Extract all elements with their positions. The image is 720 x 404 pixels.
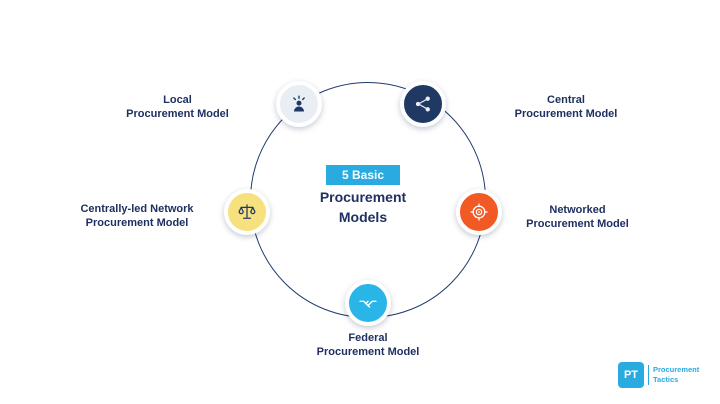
centrally-led-model-label: Centrally-led Network Procurement Model [52,202,222,231]
central-model-node [400,81,446,127]
label-line: Procurement Model [85,217,189,230]
label-line: Procurement Model [126,108,229,121]
label-line: Local [163,94,192,106]
federal-model-label: Federal Procurement Model [290,331,446,360]
label-line: Procurement Model [514,108,618,121]
label-line: Central [547,94,585,106]
networked-model-label: Networked Procurement Model [500,203,655,232]
logo-text-line-1: Procurement [653,365,700,375]
network-share-icon [413,94,433,114]
balance-scale-icon [237,202,257,222]
idea-person-icon [289,94,309,114]
procurement-tactics-logo: PT Procurement Tactics [618,362,699,388]
centrally-led-model-node [224,189,270,235]
logo-text-line-2: Tactics [653,375,679,384]
label-line: Federal [348,332,388,344]
target-icon [469,202,489,222]
title-line-1: Procurement [319,189,407,205]
logo-monogram: PT [618,362,644,388]
local-model-label: Local Procurement Model [100,93,255,122]
label-line: Networked [549,204,606,216]
label-line: Procurement Model [316,346,420,359]
local-model-node [276,81,322,127]
center-title-group: 5 Basic Procurement Models [281,165,445,227]
label-line: Centrally-led Network [80,203,194,215]
networked-model-node [456,189,502,235]
central-model-label: Central Procurement Model [492,93,640,122]
federal-model-node [345,280,391,326]
label-line: Procurement Model [526,218,629,231]
title-line-2: Models [338,208,388,225]
title-badge: 5 Basic [325,165,401,185]
handshake-icon [358,293,378,313]
